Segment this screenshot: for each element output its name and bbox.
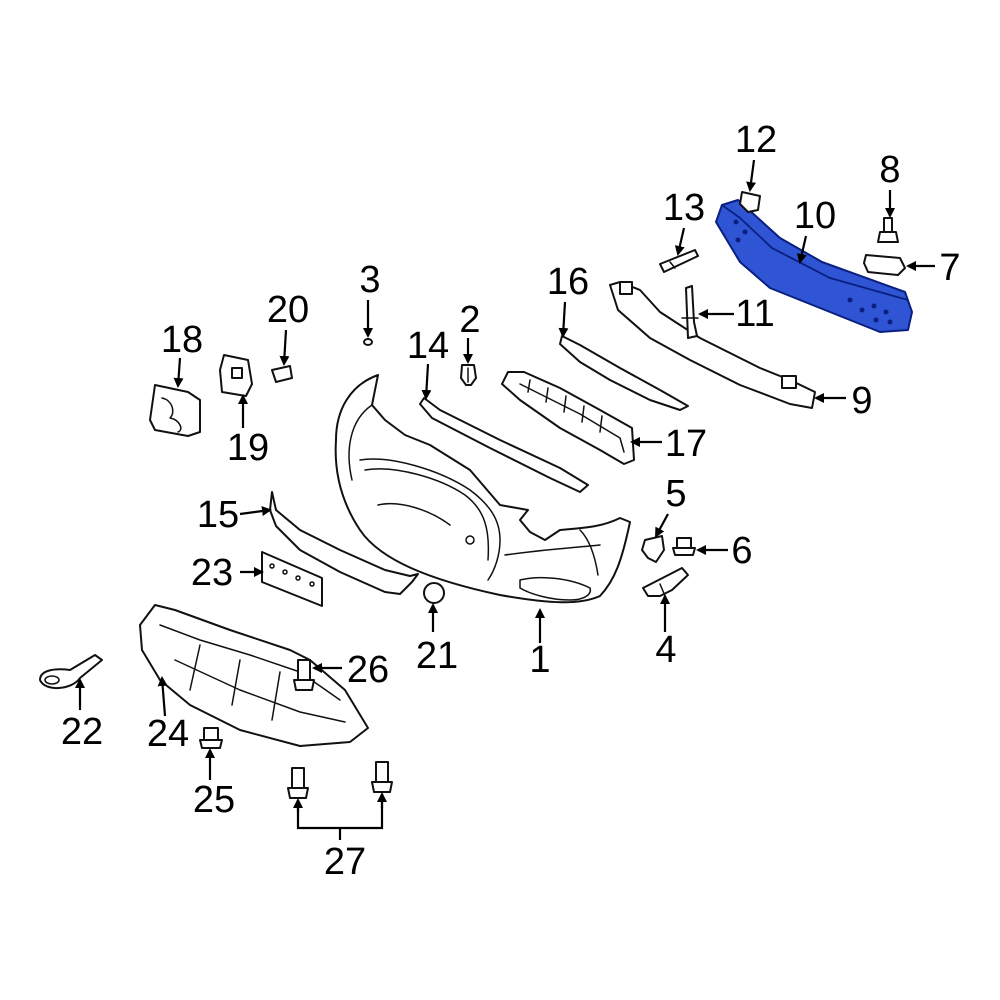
callout-22: 22	[61, 711, 103, 753]
energy-absorber-part-9[interactable]	[609, 281, 816, 409]
callout-23: 23	[191, 552, 233, 594]
callout-16: 16	[547, 261, 589, 303]
grille-part-17[interactable]	[501, 371, 635, 465]
callout-24: 24	[147, 713, 189, 755]
callout-10: 10	[794, 195, 836, 237]
callout-6: 6	[731, 530, 752, 572]
callout-26: 26	[347, 649, 389, 691]
bracket-part-11[interactable]	[681, 285, 699, 339]
callout-13: 13	[663, 187, 705, 229]
bracket-part-19[interactable]	[219, 354, 253, 397]
callout-20: 20	[267, 289, 309, 331]
screw-part-20[interactable]	[271, 365, 293, 383]
clip-part-12[interactable]	[739, 191, 761, 213]
clip-part-2[interactable]	[460, 364, 477, 386]
grommet-part-3[interactable]	[363, 338, 373, 346]
callout-11: 11	[735, 293, 774, 335]
callout-19: 19	[227, 427, 269, 469]
cap-part-21[interactable]	[423, 582, 445, 604]
callout-17: 17	[665, 423, 707, 465]
license-bracket-part-23[interactable]	[261, 551, 323, 607]
bolt-part-8[interactable]	[877, 217, 899, 243]
callout-21: 21	[416, 635, 458, 677]
bracket-part-7[interactable]	[863, 254, 906, 276]
callout-8: 8	[879, 149, 900, 191]
callout-27: 27	[324, 841, 366, 883]
leader-lines	[75, 159, 935, 840]
strip-part-16[interactable]	[559, 335, 689, 411]
bolt-part-26[interactable]	[293, 659, 315, 691]
callout-7: 7	[939, 247, 960, 289]
tow-hook-part-22[interactable]	[39, 654, 103, 689]
callout-12: 12	[735, 119, 777, 161]
callout-1: 1	[529, 639, 550, 681]
callout-2: 2	[459, 299, 480, 341]
callout-numbers: 1 2 3 4 5 6 7 8 9 10 11 12 13 14 15 16 1…	[61, 119, 961, 883]
callout-25: 25	[193, 779, 235, 821]
callout-15: 15	[197, 494, 239, 536]
nut-part-25[interactable]	[199, 727, 223, 749]
emblem-part-18[interactable]	[149, 384, 201, 437]
reinforcement-beam-part-10[interactable]	[715, 199, 913, 333]
callout-5: 5	[665, 473, 686, 515]
bracket-part-5[interactable]	[641, 535, 665, 563]
callout-18: 18	[161, 319, 203, 361]
bolt-part-27-left[interactable]	[287, 767, 309, 799]
bracket-part-4[interactable]	[642, 567, 689, 597]
callout-4: 4	[655, 629, 676, 671]
spoiler-part-15[interactable]	[269, 491, 419, 595]
bolt-part-27-right[interactable]	[371, 761, 393, 793]
callout-14: 14	[407, 325, 449, 367]
callout-9: 9	[851, 380, 872, 422]
nut-part-6[interactable]	[672, 537, 696, 556]
bumper-cover-part-1[interactable]	[334, 374, 631, 604]
callout-3: 3	[359, 259, 380, 301]
trim-strip-part-14[interactable]	[419, 397, 589, 493]
